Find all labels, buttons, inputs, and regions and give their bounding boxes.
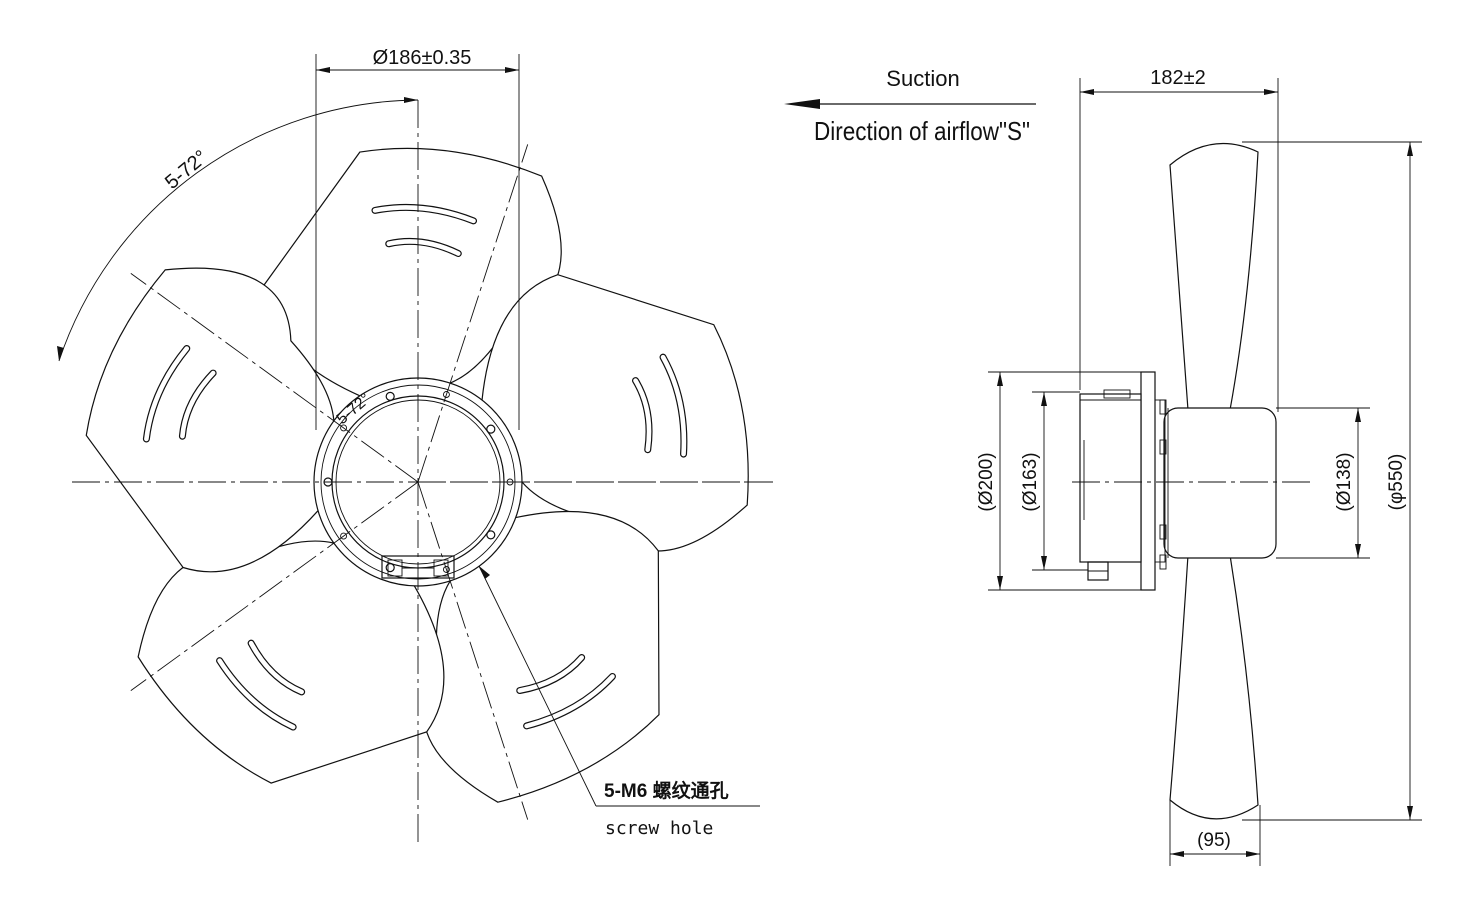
screw-hole [385,391,395,402]
airflow-arrow [784,99,820,109]
screw-hole-label-cn: 5-M6 螺纹通孔 [604,779,729,802]
pilot-diameter-label: (Ø163) [1020,452,1041,511]
screw-hole-label-en: screw hole [605,818,713,839]
fan-blades [85,147,749,803]
hub-diameter-dimension: Ø186±0.35 [315,47,520,430]
blade-pitch-label: 5-72° [161,146,212,194]
side-view: 182±2 (Ø200) [976,67,1422,866]
fan-diameter-label: (φ550) [1386,454,1407,511]
screw-hole [486,530,496,540]
motor-body [1163,407,1277,559]
flange-diameter-label: (Ø200) [976,452,997,511]
mounting-flange [1140,371,1156,591]
airflow-direction-label: Direction of airflow"S" [814,116,1030,146]
depth-label: 182±2 [1150,67,1205,89]
blade-side-profile [1169,142,1259,411]
hub-diameter-label: Ø186±0.35 [373,47,472,69]
motor-diameter-label: (Ø138) [1334,452,1355,511]
blade [481,274,749,552]
center-lines [72,100,773,845]
blade [85,267,335,573]
airflow-indicator: Suction Direction of airflow"S" [784,66,1036,146]
suction-label: Suction [886,66,959,91]
screw-hole [385,562,395,573]
blade-width-label: (95) [1197,830,1231,851]
front-view: Ø186±0.35 5-72° 5-72° 5-M6 螺纹通孔 screw ho… [57,47,773,845]
screw-hole [486,424,496,434]
electronics-housing [1079,393,1142,563]
screw-hole-callout: 5-M6 螺纹通孔 screw hole [478,565,760,839]
